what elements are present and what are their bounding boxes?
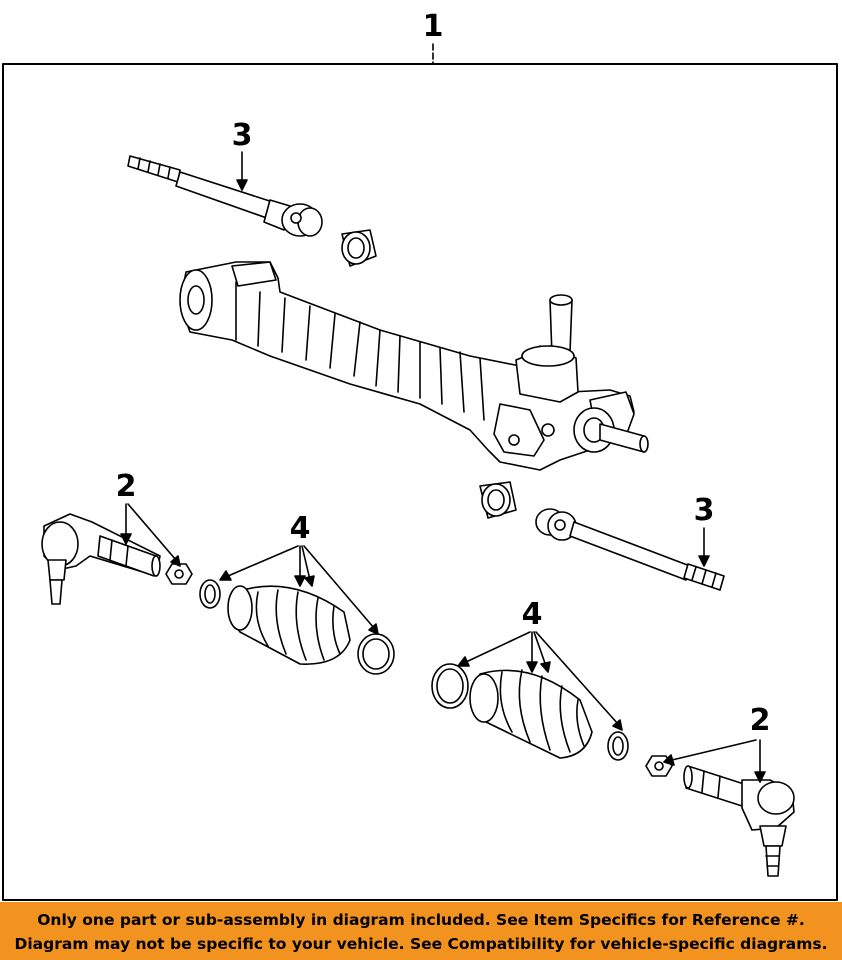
boot-left bbox=[227, 585, 351, 665]
callout-3-upper-label: 3 bbox=[232, 118, 253, 153]
callout-2-right: 2 bbox=[663, 703, 771, 783]
callout-2-left-label: 2 bbox=[116, 469, 137, 504]
rack-housing bbox=[179, 261, 649, 471]
callout-2-left: 2 bbox=[116, 469, 181, 567]
inner-tie-rod-lower bbox=[535, 508, 725, 591]
callout-4-left: 4 bbox=[219, 511, 379, 635]
boot-right bbox=[469, 669, 593, 759]
disclaimer-line-2: Diagram may not be specific to your vehi… bbox=[14, 935, 828, 953]
parts-diagram: 1 3 bbox=[2, 9, 838, 901]
tie-rod-end-right bbox=[683, 765, 795, 877]
boot-clamp-left-large bbox=[357, 633, 395, 675]
tie-rod-end-left bbox=[41, 513, 161, 605]
callout-1-label: 1 bbox=[423, 9, 444, 44]
disclaimer-banner: Only one part or sub-assembly in diagram… bbox=[0, 902, 842, 960]
callout-4-right: 4 bbox=[457, 597, 623, 731]
callout-4-left-label: 4 bbox=[290, 511, 311, 546]
rack-bushing-upper bbox=[341, 229, 377, 267]
callout-2-right-label: 2 bbox=[750, 703, 771, 738]
callout-3-lower-label: 3 bbox=[694, 493, 715, 528]
inner-tie-rod-upper bbox=[127, 155, 323, 237]
disclaimer-line-1: Only one part or sub-assembly in diagram… bbox=[37, 911, 805, 929]
diagram-frame bbox=[2, 63, 838, 901]
boot-clamp-right-small bbox=[607, 731, 629, 761]
tie-rod-nut-left bbox=[165, 563, 193, 585]
callout-4-right-label: 4 bbox=[522, 597, 543, 632]
callout-3-upper: 3 bbox=[232, 118, 253, 191]
rack-bushing-lower bbox=[479, 481, 517, 519]
callout-3-lower: 3 bbox=[694, 493, 715, 567]
callout-1: 1 bbox=[423, 9, 444, 65]
boot-clamp-left-small bbox=[199, 579, 221, 609]
boot-clamp-right-large bbox=[431, 663, 469, 709]
